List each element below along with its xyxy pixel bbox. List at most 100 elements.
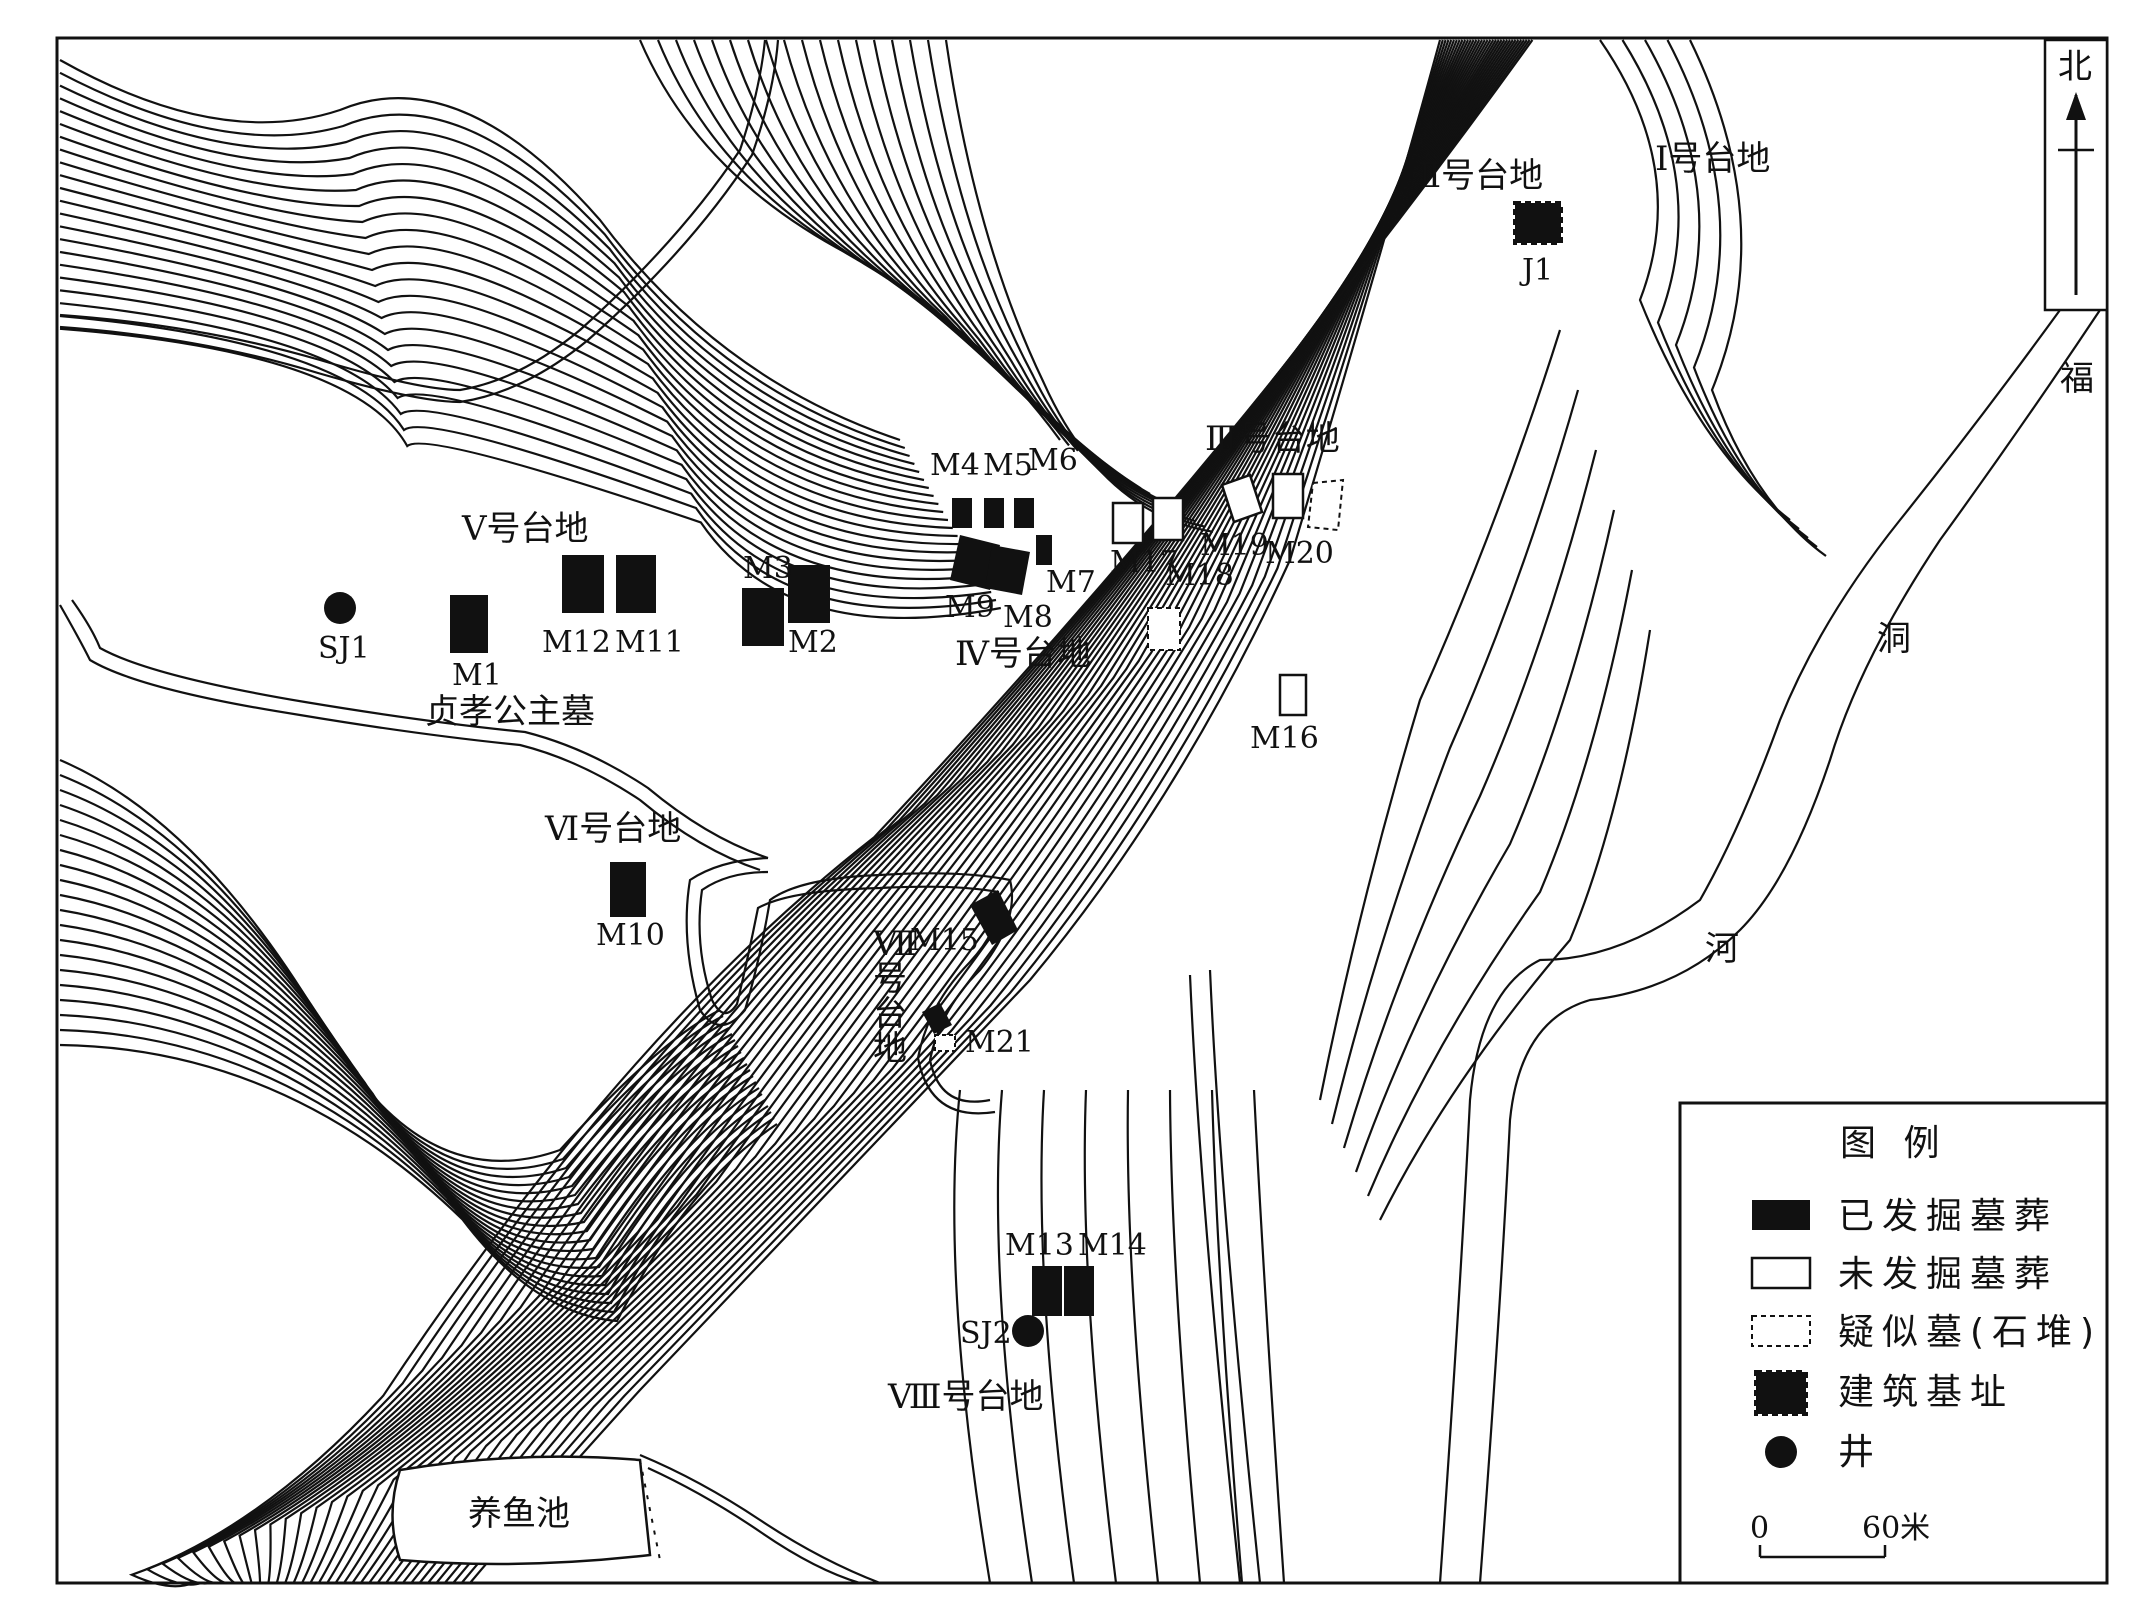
- contour-line-95: [1330, 389, 1580, 1125]
- legend-symbol-suspected: [1751, 1315, 1811, 1347]
- contour-line-33: [128, 39, 1534, 1588]
- river-banks: [1188, 309, 2101, 1584]
- tomb-M8: [985, 545, 1030, 595]
- contour-line-47: [59, 225, 963, 546]
- roads: [59, 39, 1014, 1585]
- contour-line-44: [59, 186, 949, 522]
- label-M4: M4: [930, 448, 980, 483]
- contour-line-75: [59, 773, 724, 1171]
- contour-line-0: [469, 39, 1442, 1584]
- fish-pond: [391, 1455, 652, 1566]
- contour-line-90: [59, 998, 769, 1296]
- pond-dam: [639, 1459, 661, 1561]
- contour-line-87: [59, 953, 760, 1269]
- contour-line-71: [908, 39, 1196, 523]
- legend-title: 图 例: [1840, 1123, 1947, 1164]
- contour-line-16: [334, 39, 1486, 1584]
- contour-line-39: [59, 122, 925, 482]
- terrace-7-label-a: Ⅶ: [872, 924, 917, 964]
- legend-symbol-building: [1754, 1370, 1808, 1416]
- contour-line-112: [1689, 39, 1827, 557]
- scale-end-label: 60米: [1862, 1511, 1930, 1546]
- label-M17: M17: [1110, 545, 1179, 580]
- contour-line-69: [872, 39, 1178, 512]
- contour-line-36: [59, 84, 910, 458]
- contour-lines: [59, 39, 1827, 1588]
- unexcavated-tombs: [1111, 472, 1308, 717]
- map-frame: [55, 36, 2109, 1585]
- contour-line-30: [176, 39, 1525, 1585]
- tomb-M17: [1111, 501, 1145, 545]
- contour-line-57: [656, 39, 1070, 447]
- contour-line-3: [443, 39, 1450, 1584]
- contour-line-105: [1168, 1089, 1202, 1584]
- contour-line-108: [1599, 39, 1791, 521]
- river-label-2: 洞: [1877, 619, 1911, 659]
- contour-line-4: [435, 39, 1453, 1584]
- road-north-b: [59, 39, 780, 404]
- legend-label-unexcavated: 未发掘墓葬: [1838, 1254, 2058, 1295]
- contour-line-9: [393, 39, 1467, 1584]
- contour-line-40: [59, 135, 929, 490]
- contour-line-51: [59, 276, 982, 581]
- contour-line-74: [59, 758, 721, 1162]
- suspected-tomb-1: [1147, 607, 1181, 651]
- tomb-M10: [610, 862, 646, 917]
- river-label-1: 福: [2060, 359, 2094, 399]
- pond-label: 养鱼池: [468, 1494, 570, 1534]
- contour-line-50: [59, 263, 977, 571]
- contour-line-92: [59, 1028, 775, 1314]
- road-pond-b: [647, 1466, 861, 1585]
- river-label-3: 河: [1705, 929, 1739, 969]
- contour-line-103: [1083, 1089, 1118, 1584]
- contour-line-48: [59, 238, 968, 554]
- label-M21: M21: [965, 1025, 1034, 1060]
- contour-line-82: [59, 878, 745, 1227]
- contour-line-42: [59, 161, 939, 506]
- contour-line-43: [59, 174, 944, 514]
- label-SJ1: SJ1: [318, 631, 370, 666]
- label-M20: M20: [1265, 536, 1334, 571]
- contour-line-27: [222, 39, 1517, 1584]
- contour-line-34: [59, 59, 901, 442]
- terrace-7-label-c: 台: [873, 994, 907, 1034]
- contour-line-7: [410, 39, 1461, 1584]
- contour-line-68: [854, 39, 1169, 506]
- terrace-6-label: Ⅵ号台地: [544, 809, 681, 849]
- contour-line-35: [59, 71, 906, 450]
- contour-line-29: [191, 39, 1523, 1585]
- tomb-name-label: 贞孝公主墓: [425, 692, 595, 732]
- legend-symbol-excavated: [1752, 1200, 1810, 1230]
- contour-line-5: [427, 39, 1456, 1584]
- tomb-M18: [1151, 496, 1185, 542]
- contour-line-41: [59, 148, 934, 498]
- contour-line-2: [452, 39, 1447, 1584]
- excavated-tombs: [450, 498, 1094, 1316]
- suspected-tombs: [934, 478, 1345, 1052]
- contour-line-17: [326, 39, 1489, 1584]
- tomb-M3: [742, 588, 784, 646]
- label-M1: M1: [452, 658, 502, 693]
- label-M13: M13: [1005, 1228, 1074, 1263]
- contour-line-18: [317, 39, 1492, 1584]
- tomb-M14: [1064, 1266, 1094, 1316]
- contour-line-99: [1379, 629, 1652, 1221]
- tomb-M16: [1278, 673, 1308, 717]
- label-M16: M16: [1250, 721, 1319, 756]
- building-foundation-J1: [1513, 201, 1563, 245]
- label-M19: M19: [1200, 528, 1269, 563]
- road-north-a: [59, 39, 767, 392]
- road-pond-a: [639, 1453, 881, 1585]
- legend-label-excavated: 已发掘墓葬: [1838, 1196, 2058, 1237]
- label-M15: M15: [910, 923, 979, 958]
- legend-symbol-well: [1765, 1436, 1797, 1468]
- well-SJ2: [1012, 1315, 1044, 1347]
- label-M8: M8: [1003, 600, 1053, 635]
- contour-line-37: [59, 97, 915, 466]
- contour-line-104: [1126, 1089, 1160, 1584]
- terrace-1-label: Ⅰ号台地: [1655, 139, 1770, 179]
- contour-line-98: [1366, 569, 1634, 1197]
- label-M14: M14: [1078, 1228, 1147, 1263]
- road-west-a: [59, 604, 761, 872]
- river-bank-east: [1478, 309, 2101, 1584]
